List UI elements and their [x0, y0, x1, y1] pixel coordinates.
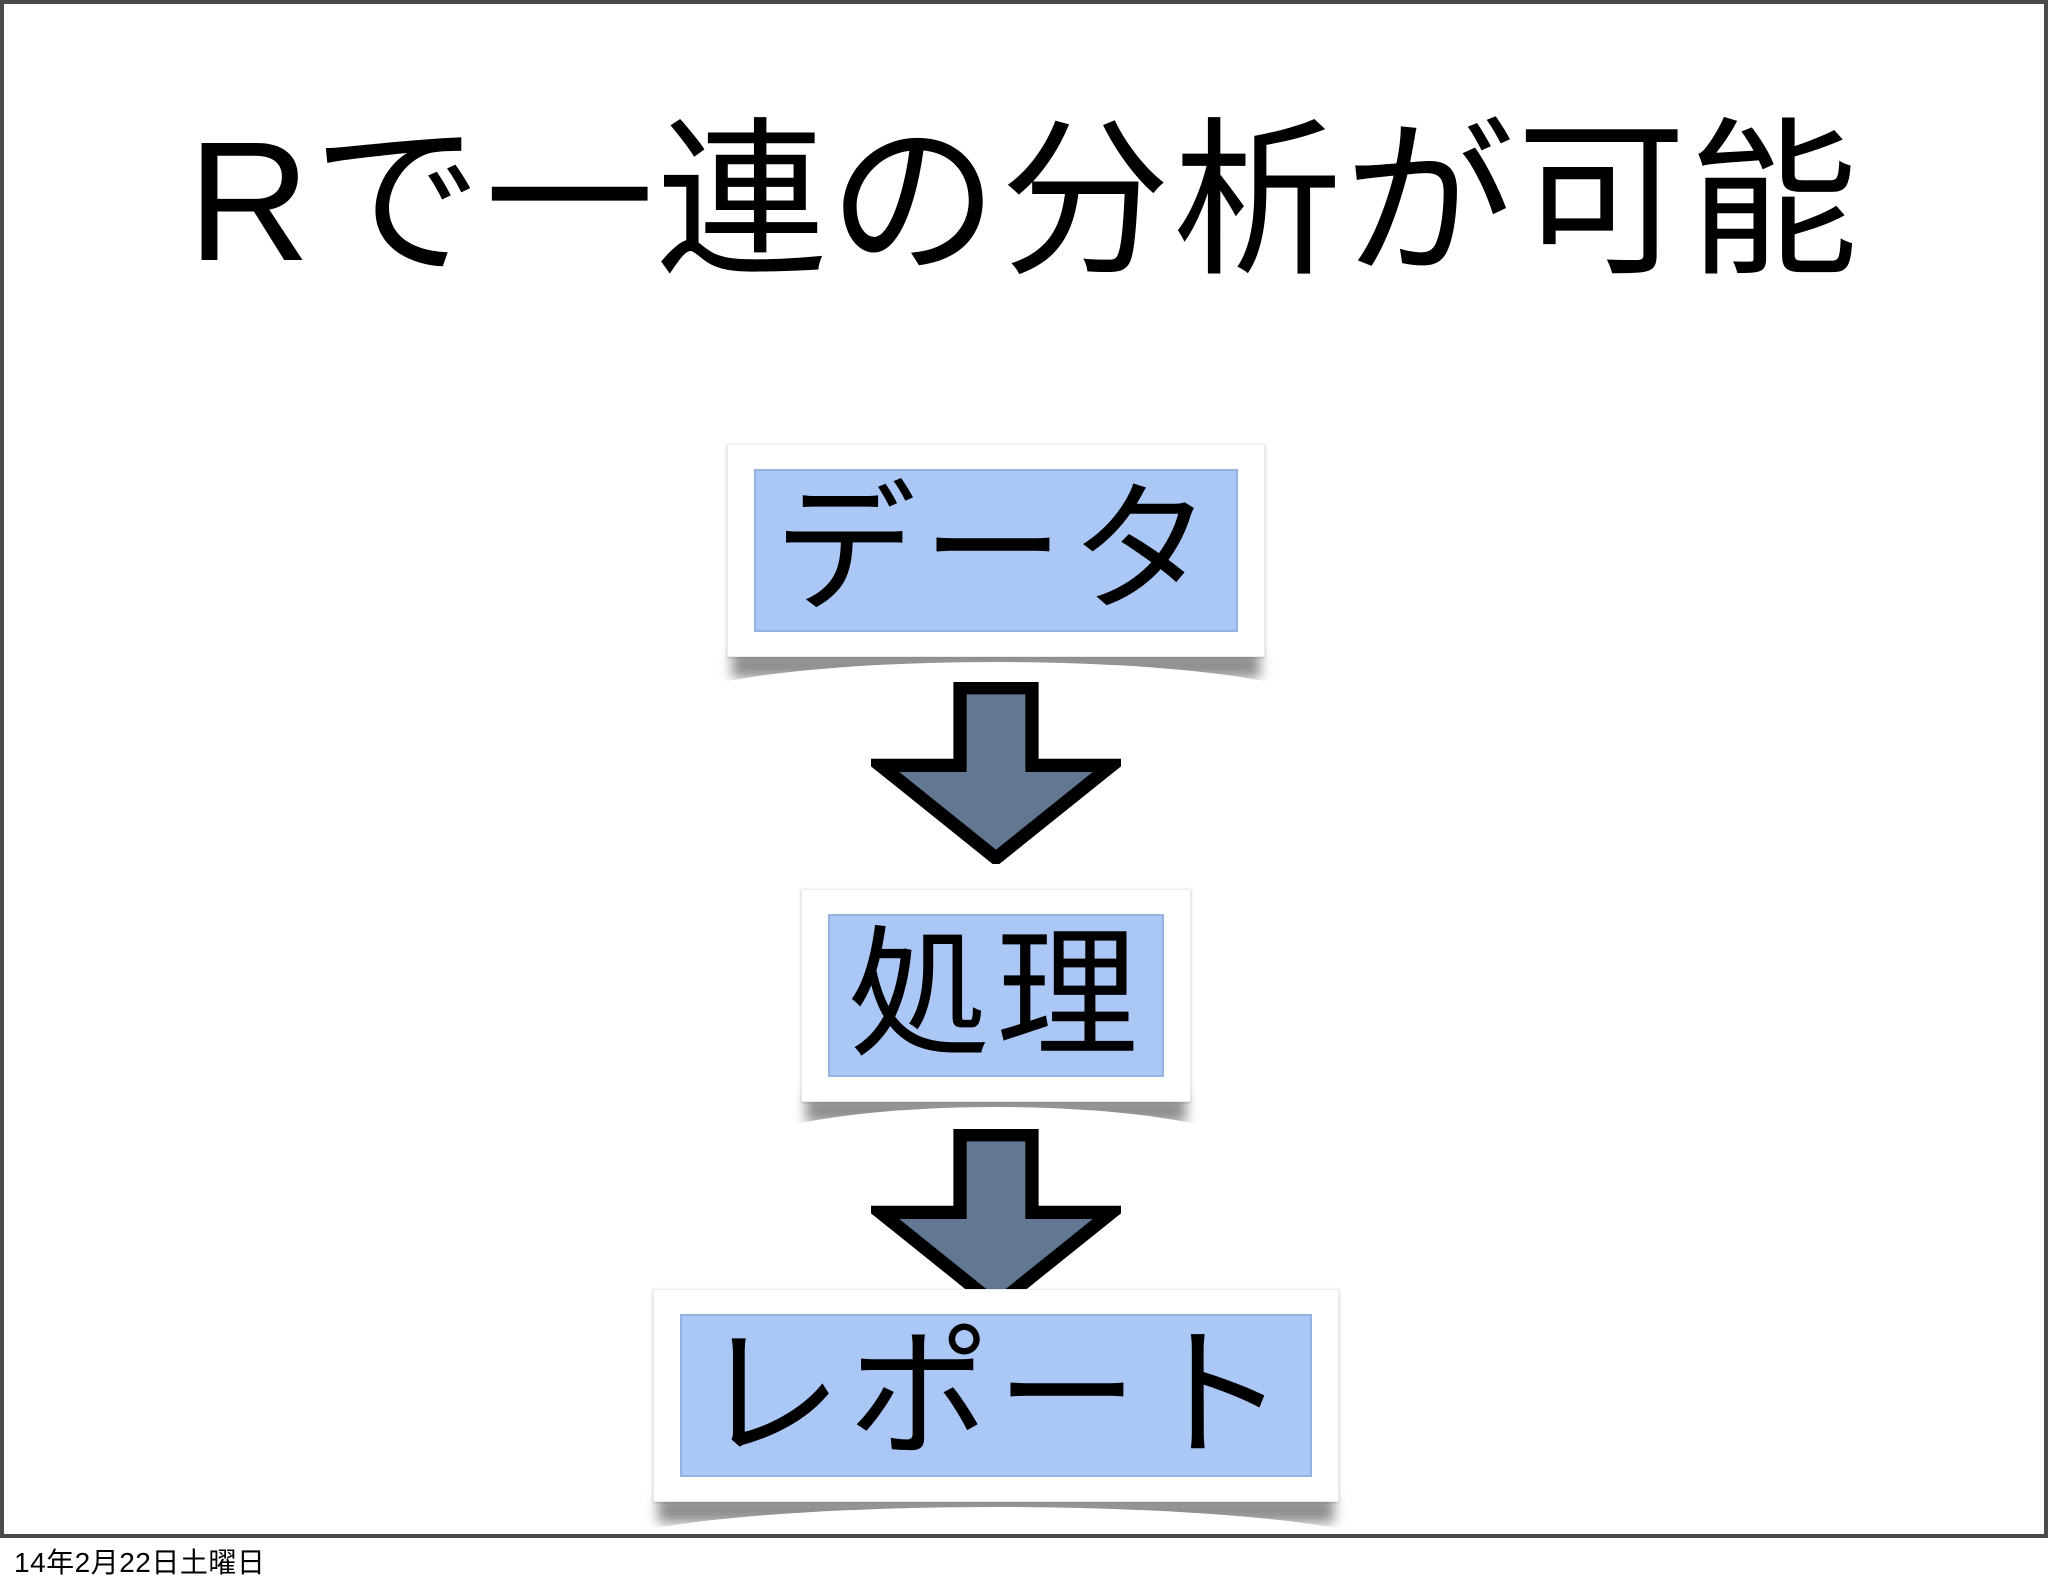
slide-canvas: Rで一連の分析が可能 データ 処理: [0, 0, 2048, 1538]
flow-node-report: レポート: [594, 1289, 1398, 1534]
down-arrow-shape: [871, 1129, 1121, 1312]
page-title: Rで一連の分析が可能: [187, 107, 1861, 297]
flow-node-report-label: レポート: [680, 1314, 1312, 1478]
down-arrow-shape: [871, 682, 1121, 865]
down-arrow-icon: [871, 682, 1121, 865]
flow-node-processing-label: 処理: [828, 914, 1164, 1078]
slide-footer-date: 14年2月22日土曜日: [14, 1547, 266, 1576]
flow-node-data-label: データ: [754, 469, 1238, 633]
flow-node-data: データ: [668, 444, 1324, 753]
down-arrow-icon: [871, 1129, 1121, 1312]
flow-node-processing: 処理: [742, 889, 1250, 1198]
flow-diagram: データ 処理 レポート: [4, 444, 2016, 1534]
